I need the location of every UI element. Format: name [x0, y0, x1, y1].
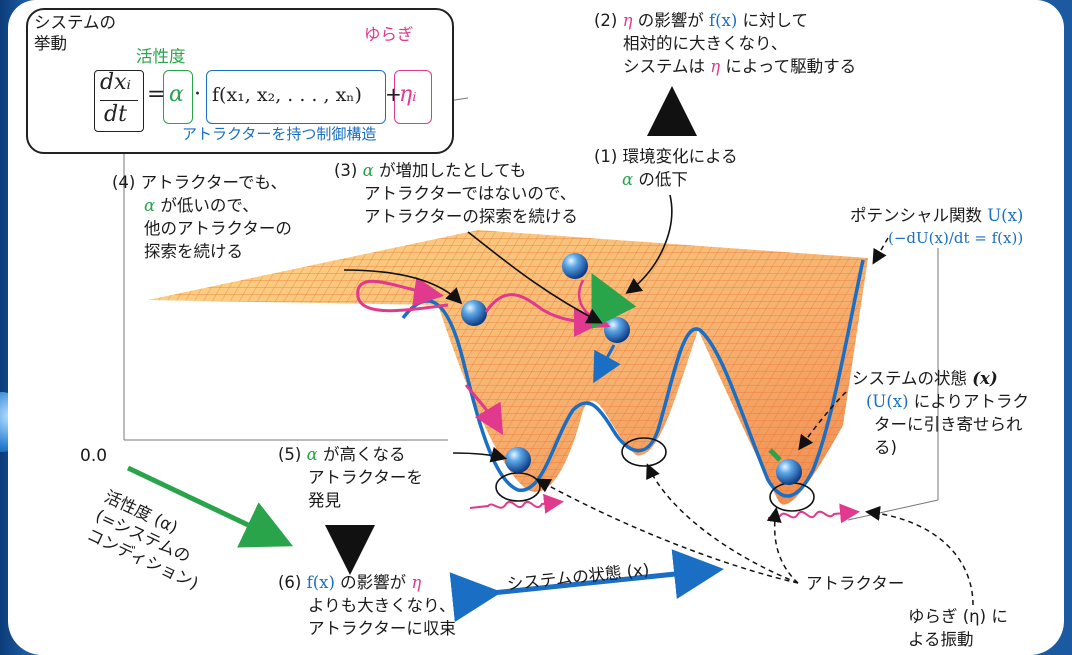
annotation-3-line2: アトラクターではないので、 — [364, 184, 577, 203]
green-activity-axis-arrow — [126, 465, 294, 548]
eq-activity-label: 活性度 — [136, 47, 186, 66]
ball-4 — [505, 447, 531, 473]
pink-trajectory-2 — [484, 293, 604, 337]
annotation-4-line4: 探索を続ける — [144, 242, 243, 261]
annotation-4-line3: 他のアトラクターの — [144, 219, 292, 238]
annotation-1-line1: (1) 環境変化による — [594, 147, 738, 166]
eq-alpha: α — [169, 82, 184, 107]
ball-2 — [562, 253, 588, 279]
eq-system-label-line2: 挙動 — [34, 34, 67, 53]
annotation-5-line1: (5) α が高くなる — [278, 445, 406, 464]
eq-plus: + — [385, 82, 402, 106]
eq-fraction-bar — [100, 100, 138, 101]
annotation-5-line3: 発見 — [308, 491, 341, 510]
potential-surface-mesh — [148, 230, 868, 505]
eq-equals: = — [147, 82, 166, 107]
potential-function-equation: (−dU(x)/dt = f(x)) — [888, 229, 1024, 247]
fluctuation-label-line2: よる振動 — [908, 630, 974, 649]
annotation-4-line1: (4) アトラクターでも、 — [112, 173, 287, 192]
equation-box: システムの 挙動 活性度 ゆらぎ アトラクターを持つ制御構造 dxᵢ dt = … — [26, 8, 454, 154]
eq-lhs-numerator: dxᵢ — [100, 70, 131, 95]
pink-trajectory-3 — [464, 384, 504, 436]
annotation-2-line1: (2) η の影響が f(x) に対して — [594, 11, 809, 30]
attractor-label: アトラクター — [806, 574, 905, 593]
annotation-2-line2: 相対的に大きくなり、 — [623, 34, 788, 53]
ball-5 — [776, 459, 802, 485]
annotation-2-line3: システムは η によって駆動する — [623, 57, 857, 76]
annotation-3-line3: アトラクターの探索を続ける — [364, 207, 578, 226]
blue-arrow-down — [593, 344, 621, 384]
dashed-leaders — [535, 237, 974, 606]
eq-dot: · — [194, 82, 201, 107]
annotation-4-line2: α が低いので、 — [144, 196, 259, 215]
pink-trajectory-1 — [356, 276, 449, 313]
eq-fluctuation-label: ゆらぎ — [364, 25, 414, 44]
ball-3 — [604, 317, 630, 343]
eq-lhs-denominator: dt — [104, 102, 127, 127]
attractor-oval-2 — [621, 437, 667, 467]
alpha-box — [163, 70, 193, 124]
annotation-1-line2: α の低下 — [622, 170, 688, 189]
annotation-5-line2: アトラクターを — [308, 468, 423, 487]
state-axis-arrow — [449, 549, 724, 622]
potential-function-label: ポテンシャル関数 U(x) — [850, 206, 1024, 225]
f-box — [206, 70, 386, 124]
green-arrow-short — [768, 448, 782, 462]
annotation-6-line3: アトラクターに収束 — [308, 619, 456, 638]
fluctuation-label-line1: ゆらぎ (η) に — [908, 607, 1008, 626]
annotation-3-line1: (3) α が増加したとしても — [334, 161, 527, 180]
annotation-6-line2: よりも大きくなり、 — [308, 596, 456, 615]
fluctuation-squiggle-1 — [469, 493, 564, 514]
eq-eta: ηᵢ — [399, 82, 417, 107]
system-state-line3: ターに引き寄せられ — [874, 415, 1023, 434]
fluctuation-squiggle-2 — [767, 503, 860, 524]
annotation-6-line1: (6) f(x) の影響が η — [278, 573, 422, 592]
axis-zero-label: 0.0 — [80, 446, 108, 466]
green-arrow-up — [591, 273, 637, 329]
eta-box — [394, 70, 432, 124]
ball-1 — [461, 300, 487, 326]
system-state-line2: (U(x) によりアトラク — [866, 392, 1029, 411]
eq-attractor-structure-label: アトラクターを持つ制御構造 — [182, 125, 377, 143]
eq-f-expression: f(x₁, x₂, . . . , xₙ) — [212, 84, 362, 106]
system-state-line1: システムの状態 (x) — [852, 369, 998, 388]
eq-system-label-line1: システムの — [34, 13, 117, 32]
fraction-box — [94, 70, 144, 132]
leader-arrows — [343, 194, 673, 463]
attractor-landscape-illustration — [107, 17, 974, 622]
diagram-slide: システムの 挙動 活性度 ゆらぎ アトラクターを持つ制御構造 dxᵢ dt = … — [8, 0, 1064, 655]
system-state-line4: る) — [874, 438, 897, 457]
